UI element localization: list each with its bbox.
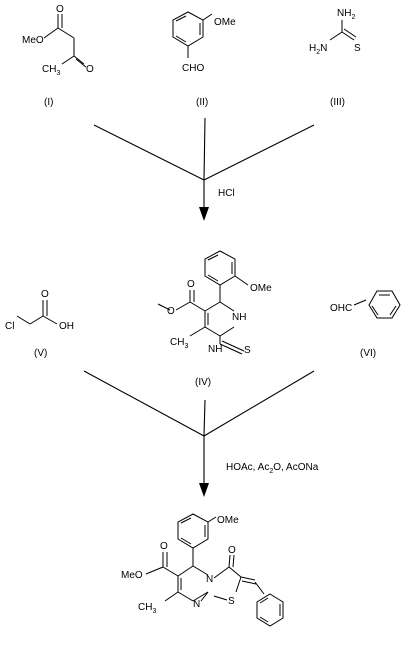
compound-4-nh-top: NH xyxy=(232,312,246,323)
compound-2-caption: (II) xyxy=(196,97,208,108)
step-1-reagent: HCl xyxy=(218,188,235,199)
compound-5-caption: (V) xyxy=(34,348,47,359)
compound-1-ketone-oxygen: O xyxy=(86,64,94,75)
compound-1-caption: (I) xyxy=(44,97,53,108)
compound-6-aldehyde-label: OHC xyxy=(330,303,352,314)
product-aryl-ring xyxy=(177,513,217,566)
step-1-arrowhead xyxy=(199,207,209,221)
compound-3-amine-top: NH2 xyxy=(337,8,355,21)
compound-5-chlorine-label: Cl xyxy=(5,321,14,332)
product-core-rings xyxy=(145,552,242,602)
compound-3-sulfur-label: S xyxy=(354,43,361,54)
product-methyl-ester-label: MeO xyxy=(121,570,143,581)
compound-6-ring xyxy=(353,290,401,319)
compound-5-hydroxyl-label: OH xyxy=(59,321,74,332)
compound-4-carbonyl-oxygen: O xyxy=(187,279,195,290)
product-methyl-label: CH3 xyxy=(138,602,156,615)
compound-2-ring xyxy=(172,11,213,58)
compound-2-methoxy-label: OMe xyxy=(214,17,236,28)
product-methoxy-label: OMe xyxy=(217,515,239,526)
product: OMe O MeO O N CH3 N S xyxy=(121,513,284,627)
compound-3-caption: (III) xyxy=(330,97,345,108)
compound-3: NH2 H2N S (III) xyxy=(309,8,361,108)
product-ring-nitrogen-2: N xyxy=(193,599,200,610)
compound-5-bonds xyxy=(16,300,58,325)
compound-3-bonds xyxy=(329,20,357,41)
compound-1-bonds xyxy=(43,14,87,68)
compound-6-caption: (VI) xyxy=(360,348,376,359)
compound-2-aldehyde-label: CHO xyxy=(182,63,204,74)
compound-1-ester-oxygen: O xyxy=(56,4,64,15)
step-1-arrow xyxy=(93,117,315,221)
compound-4-methyl-label: CH3 xyxy=(170,337,188,350)
product-ring-nitrogen: N xyxy=(206,574,213,585)
compound-5: Cl O OH (V) xyxy=(5,289,74,359)
compound-4-pyrimidine-ring xyxy=(157,290,245,355)
compound-4-caption: (IV) xyxy=(195,377,211,388)
step-2-arrow xyxy=(83,370,315,497)
product-benzylidene xyxy=(240,576,284,627)
compound-2: OMe CHO (II) xyxy=(172,11,236,108)
compound-1-meo-label: MeO xyxy=(22,35,44,46)
compound-1: MeO O CH3 O (I) xyxy=(22,4,94,108)
compound-4-ester-oxygen: O xyxy=(167,306,175,317)
compound-4: OMe O O NH NH CH3 S (IV) xyxy=(157,250,272,388)
product-sulfur-label: S xyxy=(228,596,235,607)
product-keto-oxygen: O xyxy=(228,545,236,556)
product-carbonyl-oxygen: O xyxy=(160,541,168,552)
compound-4-sulfur-label: S xyxy=(244,345,251,356)
compound-1-methyl-label: CH3 xyxy=(42,64,60,77)
compound-4-methoxy-label: OMe xyxy=(250,283,272,294)
compound-6: OHC (VI) xyxy=(330,290,401,359)
step-2-arrowhead xyxy=(199,483,209,497)
compound-4-nh-bottom: NH xyxy=(208,344,222,355)
compound-3-amine-left: H2N xyxy=(309,43,327,56)
step-2-reagents: HOAc, Ac2O, AcONa xyxy=(226,462,319,475)
compound-5-carbonyl-oxygen: O xyxy=(41,289,49,300)
compound-4-aryl-ring xyxy=(204,250,249,302)
